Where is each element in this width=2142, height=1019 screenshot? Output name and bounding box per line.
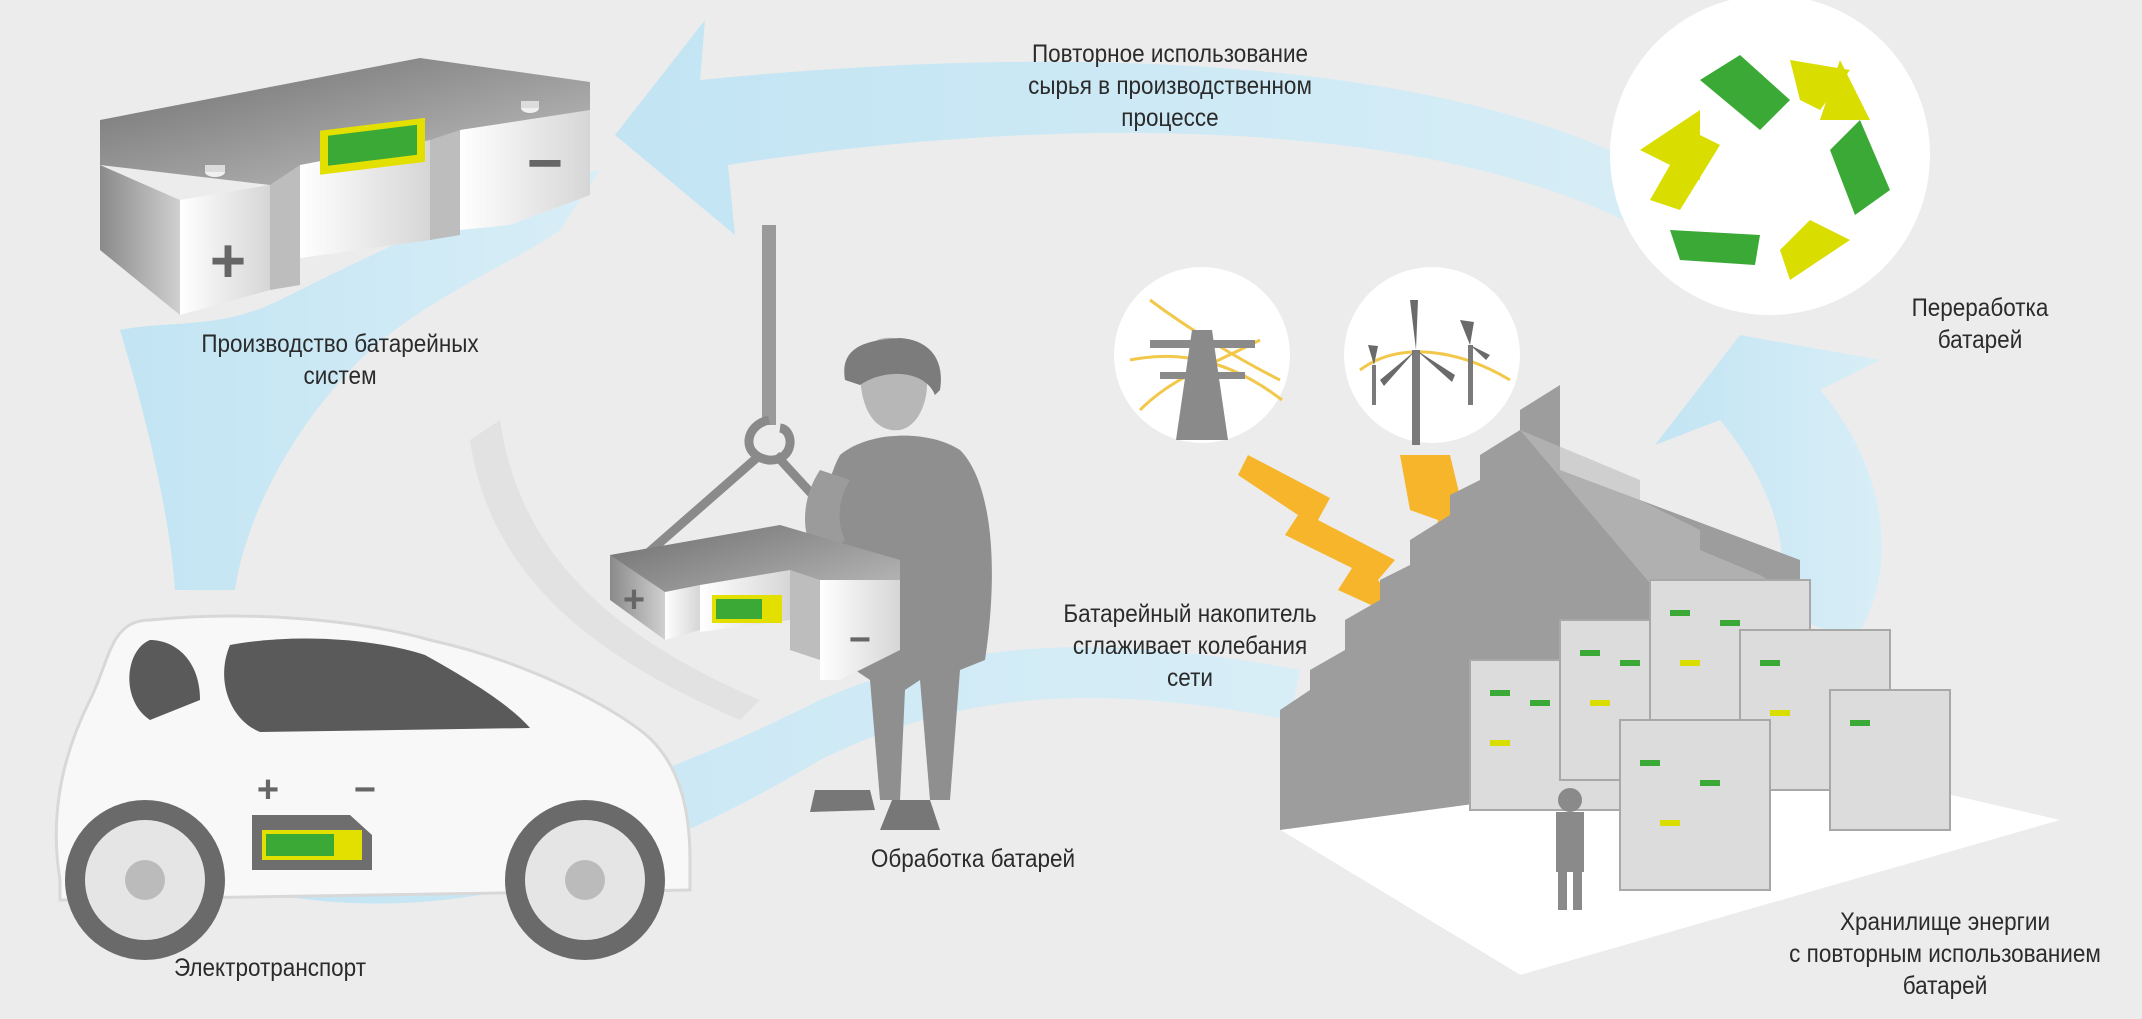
label-battery-production: Производство батарейных систем <box>201 330 479 390</box>
wind-turbine-icon <box>1344 267 1520 445</box>
label-grid-smoothing: Батарейный накопитель сглаживает колебан… <box>1063 600 1317 692</box>
battery-system-illustration <box>100 58 590 315</box>
label-energy-storage: Хранилище энергии с повторным использова… <box>1789 908 2101 1000</box>
label-electric-transport: Электротранспорт <box>173 954 367 982</box>
battery-plus-sign: + <box>210 227 246 296</box>
label-reuse-raw-materials: Повторное использование сырья в производ… <box>1028 40 1312 132</box>
flow-inner-swirl <box>470 420 760 720</box>
flow-right-arrow <box>1655 335 1882 640</box>
recycle-icon <box>1610 0 1930 315</box>
energy-storage-illustration <box>1280 385 2060 975</box>
electric-car-illustration <box>54 614 692 960</box>
worker-figure <box>805 337 992 830</box>
car-battery-plus: + <box>257 769 279 811</box>
battery-minus-sign: − <box>527 129 563 198</box>
flow-top-arrow <box>615 20 1700 240</box>
carried-battery-minus: − <box>849 619 871 661</box>
power-pylon-icon <box>1114 267 1290 443</box>
label-battery-processing: Обработка батарей <box>870 845 1076 873</box>
car-battery-minus: − <box>354 769 376 811</box>
carried-battery-plus: + <box>623 579 645 621</box>
carried-battery-illustration <box>610 525 900 680</box>
flow-left-band <box>120 170 600 590</box>
label-battery-recycling: Переработка батарей <box>1911 294 2049 354</box>
